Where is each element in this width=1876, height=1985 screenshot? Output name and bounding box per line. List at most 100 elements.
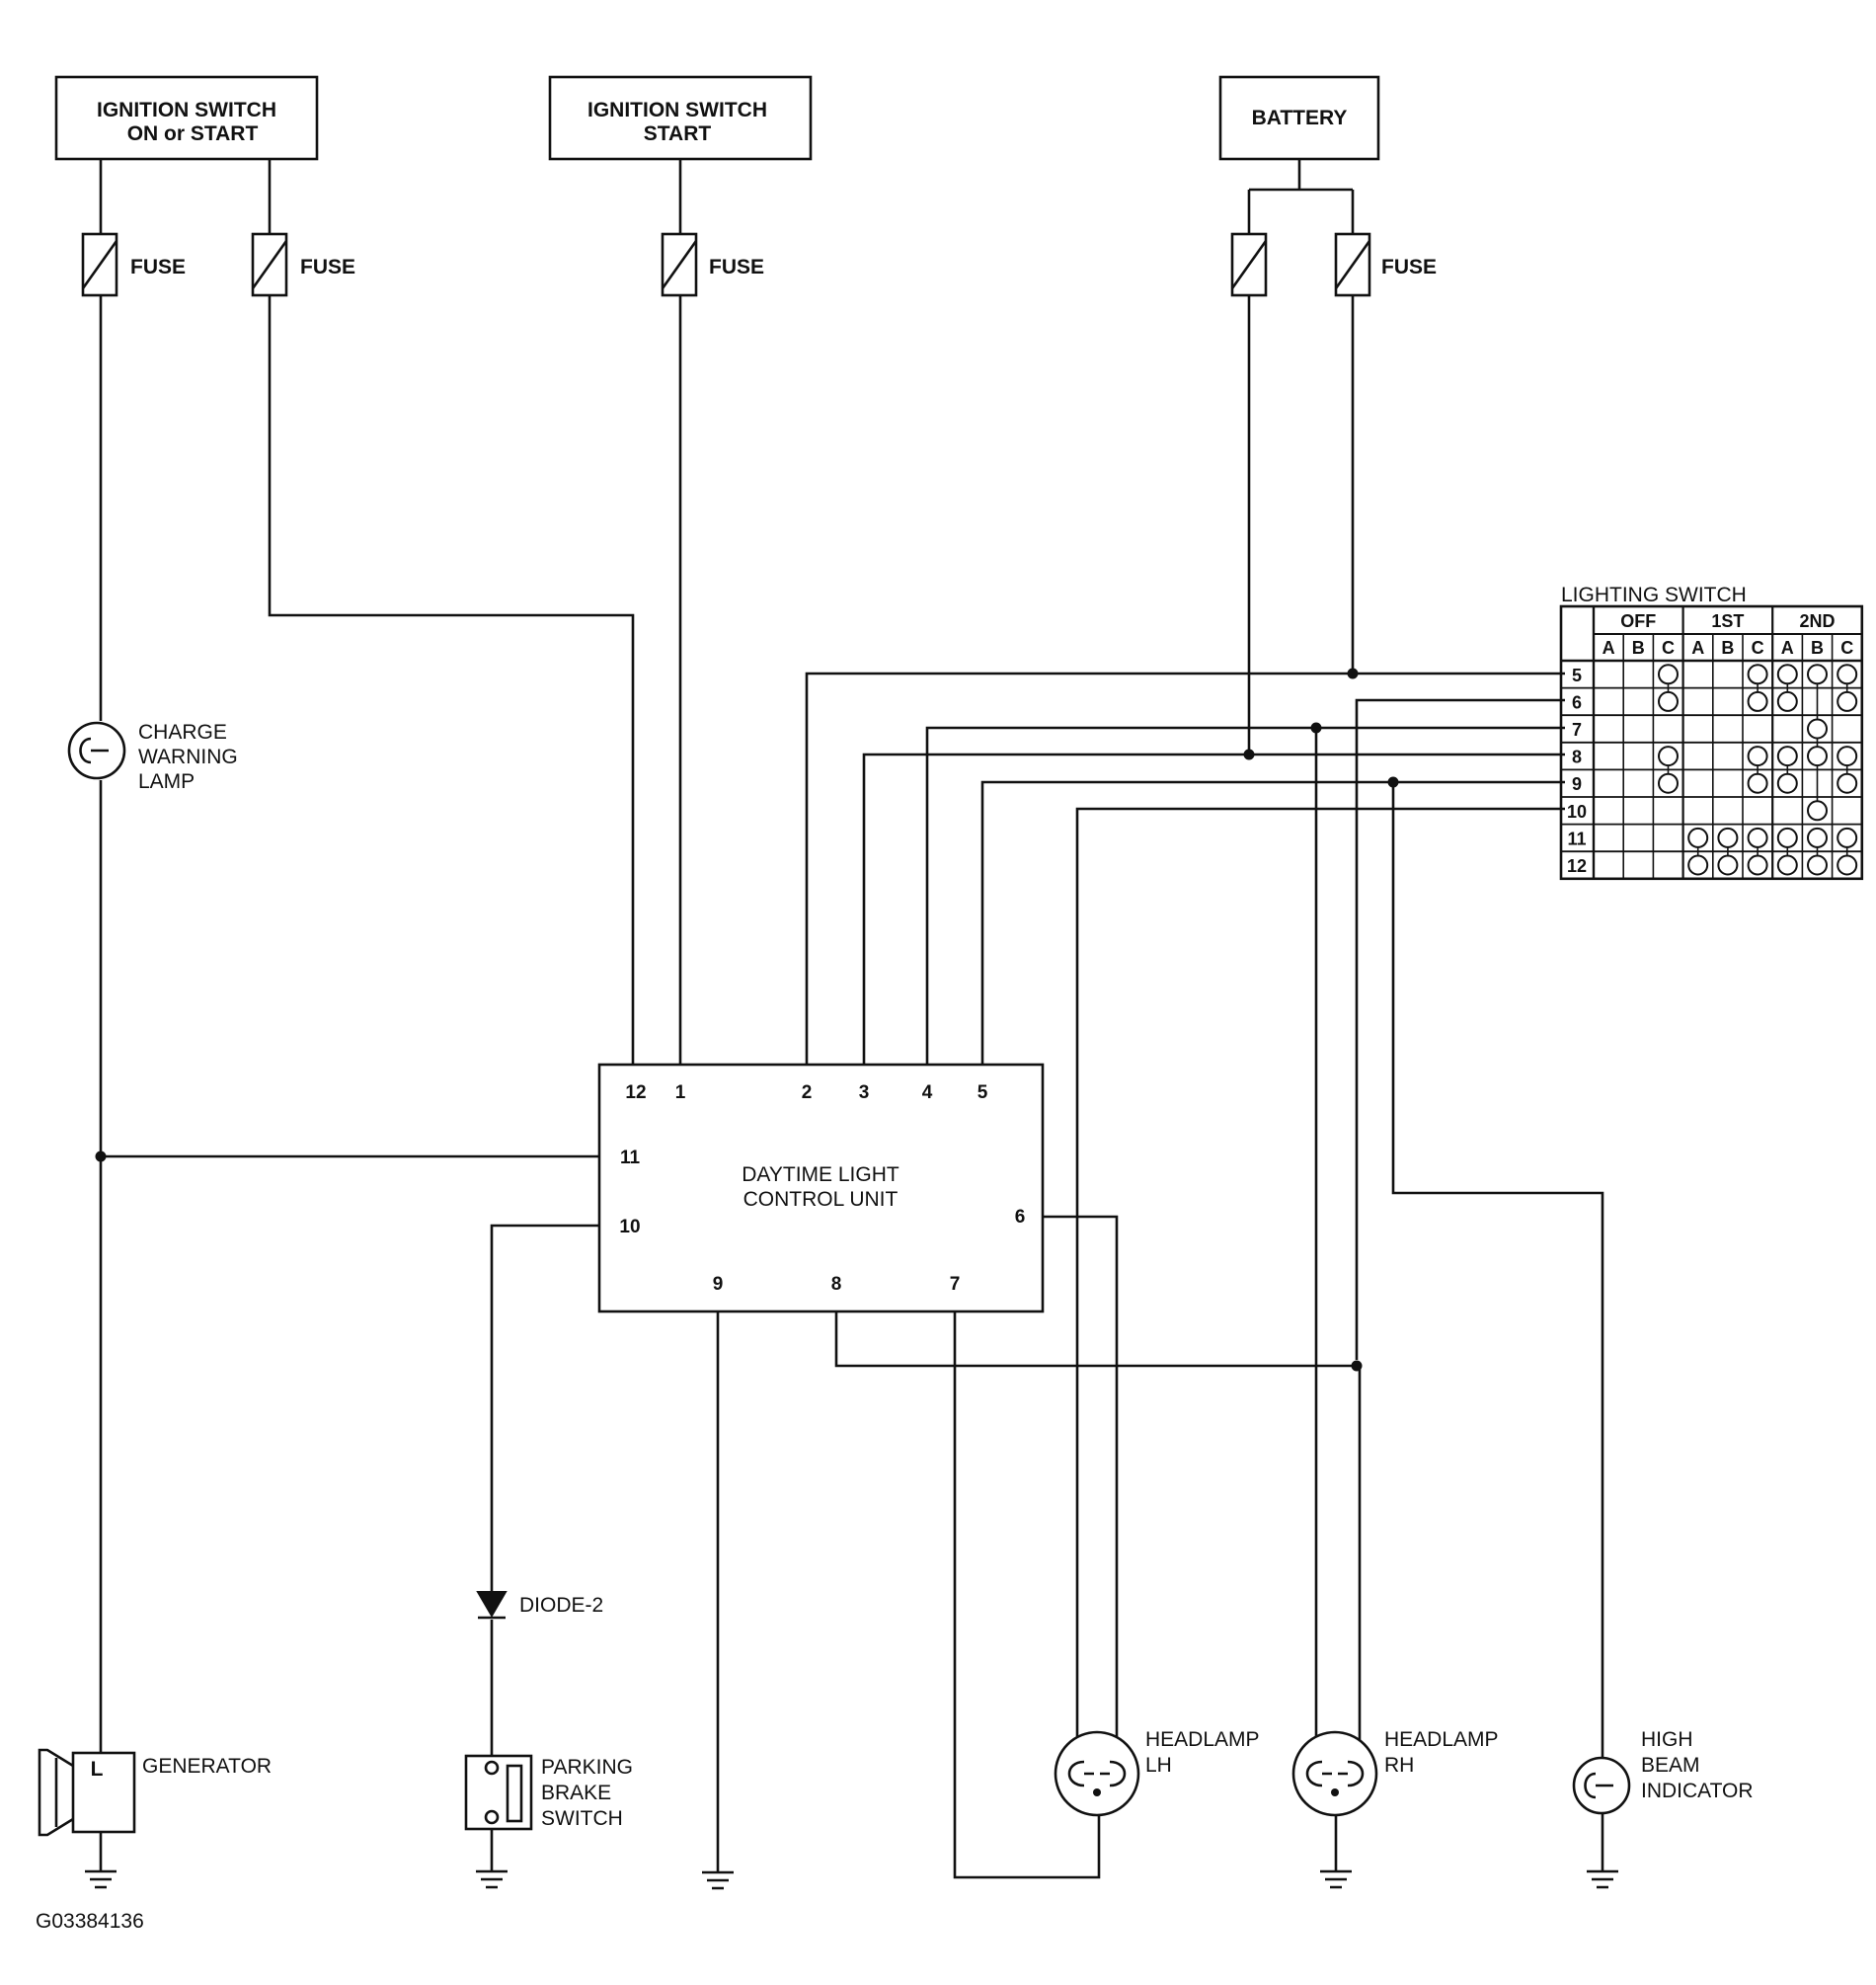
switch-column-header: C: [1840, 638, 1853, 658]
control-unit-title-line1: DAYTIME LIGHT: [742, 1163, 899, 1186]
parking-brake-line2: BRAKE: [541, 1782, 611, 1804]
switch-continuity-mark: [1776, 746, 1798, 767]
switch-continuity-mark: [1837, 854, 1858, 876]
switch-column-header: A: [1602, 638, 1615, 658]
pin-3: 3: [859, 1082, 870, 1103]
pin-5: 5: [977, 1082, 988, 1103]
switch-continuity-mark: [1807, 746, 1828, 767]
switch-continuity-mark: [1807, 718, 1828, 740]
generator-label: GENERATOR: [142, 1755, 272, 1778]
switch-continuity-mark: [1717, 827, 1739, 848]
daytime-light-control-unit: DAYTIME LIGHT CONTROL UNIT 12 1 2 3 4 5 …: [597, 1063, 1045, 1313]
headlamp-rh-icon: HEADLAMP RH: [1291, 1728, 1499, 1817]
ignition-on-start-line2: ON or START: [127, 122, 259, 145]
ignition-on-start-line1: IGNITION SWITCH: [97, 99, 276, 121]
generator-icon: L GENERATOR: [38, 1748, 272, 1837]
headlamp-rh-line2: RH: [1384, 1754, 1414, 1777]
switch-continuity-mark: [1747, 690, 1768, 712]
parking-brake-switch-icon: PARKING BRAKE SWITCH: [464, 1754, 633, 1831]
headlamp-lh-line2: LH: [1145, 1754, 1172, 1777]
switch-column-header: A: [1691, 638, 1704, 658]
switch-column-header: B: [1721, 638, 1734, 658]
charge-lamp-line2: WARNING: [138, 746, 238, 768]
battery-block: BATTERY: [1218, 75, 1380, 161]
switch-continuity-mark: [1658, 664, 1679, 685]
switch-column-header: C: [1752, 638, 1764, 658]
pin-12: 12: [625, 1082, 646, 1103]
switch-continuity-mark: [1807, 854, 1828, 876]
lighting-switch-title: LIGHTING SWITCH: [1561, 584, 1747, 606]
switch-continuity-mark: [1837, 827, 1858, 848]
charge-lamp-line3: LAMP: [138, 770, 195, 793]
switch-continuity-mark: [1747, 827, 1768, 848]
headlamp-lh-line1: HEADLAMP: [1145, 1728, 1260, 1751]
switch-continuity-mark: [1776, 854, 1798, 876]
fuse-ign-right: FUSE: [251, 232, 355, 297]
pin-9: 9: [713, 1274, 724, 1295]
switch-continuity-mark: [1747, 746, 1768, 767]
fuse-battery-right: FUSE: [1334, 232, 1437, 297]
control-unit-title-line2: CONTROL UNIT: [743, 1188, 899, 1211]
headlamp-rh-line1: HEADLAMP: [1384, 1728, 1499, 1751]
generator-terminal: L: [91, 1758, 104, 1781]
switch-position-header: OFF: [1620, 611, 1656, 631]
switch-column-header: B: [1811, 638, 1824, 658]
pin-11: 11: [620, 1148, 641, 1168]
switch-terminal-label: 12: [1567, 856, 1587, 876]
lighting-switch-grid: [1559, 604, 1864, 881]
parking-brake-line1: PARKING: [541, 1756, 633, 1779]
high-beam-indicator-icon: HIGH BEAM INDICATOR: [1572, 1728, 1754, 1815]
switch-column-header: A: [1781, 638, 1794, 658]
junction-dots: [95, 668, 1399, 1372]
fuse-label: FUSE: [709, 256, 764, 278]
switch-continuity-mark: [1807, 800, 1828, 822]
switch-continuity-mark: [1658, 746, 1679, 767]
switch-column-header: C: [1662, 638, 1675, 658]
figure-id: G03384136: [36, 1910, 144, 1933]
ignition-start-line2: START: [644, 122, 712, 145]
ignition-start-block: IGNITION SWITCH START: [548, 75, 813, 161]
switch-position-header: 2ND: [1799, 611, 1835, 631]
ignition-start-line1: IGNITION SWITCH: [587, 99, 767, 121]
switch-column-header: B: [1632, 638, 1645, 658]
high-beam-line2: BEAM: [1641, 1754, 1700, 1777]
switch-continuity-mark: [1687, 854, 1709, 876]
switch-continuity-mark: [1747, 664, 1768, 685]
switch-continuity-mark: [1837, 746, 1858, 767]
switch-terminal-label: 6: [1572, 692, 1582, 712]
pin-6: 6: [1015, 1207, 1026, 1228]
switch-continuity-mark: [1807, 664, 1828, 685]
switch-continuity-mark: [1776, 664, 1798, 685]
switch-continuity-mark: [1837, 664, 1858, 685]
parking-brake-line3: SWITCH: [541, 1807, 623, 1830]
fuse-ign-start: FUSE: [661, 232, 764, 297]
diode-icon: DIODE-2: [476, 1591, 603, 1620]
switch-terminal-label: 8: [1572, 748, 1582, 767]
switch-continuity-mark: [1717, 854, 1739, 876]
pin-1: 1: [675, 1082, 686, 1103]
switch-terminal-label: 10: [1567, 802, 1587, 822]
pin-2: 2: [802, 1082, 813, 1103]
switch-continuity-mark: [1837, 690, 1858, 712]
battery-label: BATTERY: [1252, 107, 1348, 129]
pin-10: 10: [619, 1217, 640, 1237]
switch-continuity-mark: [1776, 827, 1798, 848]
switch-continuity-mark: [1807, 827, 1828, 848]
wires: [99, 159, 1604, 1879]
switch-continuity-mark: [1776, 772, 1798, 794]
headlamp-lh-icon: HEADLAMP LH: [1054, 1728, 1260, 1817]
switch-terminal-label: 11: [1567, 829, 1586, 848]
switch-position-header: 1ST: [1711, 611, 1744, 631]
switch-terminal-label: 5: [1572, 666, 1582, 685]
pin-7: 7: [950, 1274, 961, 1295]
ignition-on-start-block: IGNITION SWITCH ON or START: [54, 75, 319, 161]
switch-terminal-label: 7: [1572, 720, 1582, 740]
high-beam-line3: INDICATOR: [1641, 1780, 1754, 1802]
switch-continuity-mark: [1837, 772, 1858, 794]
fuse-ign-left: FUSE: [81, 232, 186, 297]
